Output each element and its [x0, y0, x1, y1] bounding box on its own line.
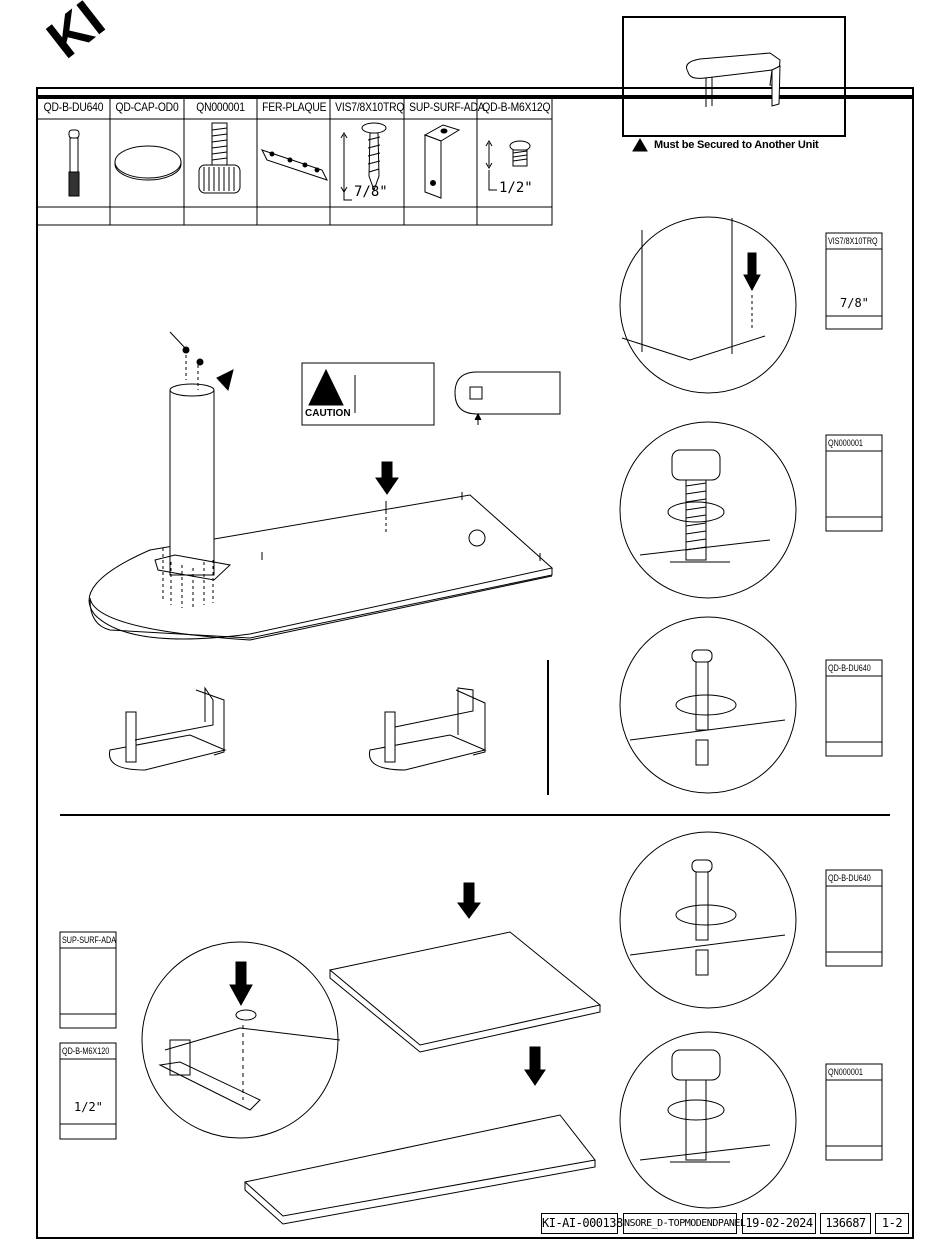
side-box-m6	[60, 1043, 116, 1139]
part-header-5: VIS7/8X10TRQ	[335, 100, 399, 114]
side-label-sup: SUP-SURF-ADA	[62, 935, 116, 945]
desk-top-drawing	[89, 332, 552, 975]
dowel-icon	[69, 130, 79, 196]
leveler-icon	[199, 123, 240, 193]
detail-circle-2	[620, 422, 796, 598]
caution-label: CAUTION	[305, 408, 351, 419]
overview-box	[623, 17, 845, 136]
part-header-1: QD-B-DU640	[42, 100, 105, 114]
side-dim-m6: 1/2"	[74, 1100, 103, 1114]
ada-bracket-icon	[425, 125, 459, 198]
plaque-icon	[262, 150, 327, 180]
panel-top-drawing	[330, 883, 600, 1052]
footer-page: 1-2	[875, 1213, 909, 1234]
part-header-3: QN000001	[189, 100, 252, 114]
detail-circle-3	[620, 617, 796, 793]
m6-screw-icon	[486, 141, 530, 168]
side-label-du1: QD-B-DU640	[828, 663, 871, 673]
side-label-qn2: QN000001	[828, 1067, 863, 1077]
dim-vis: 7/8"	[354, 184, 388, 200]
footer-code: KI-AI-000138	[541, 1213, 618, 1234]
subassembly-right	[369, 688, 485, 770]
warning-text: Must be Secured to Another Unit	[654, 139, 819, 151]
part-header-7: QD-B-M6X12Q	[482, 100, 547, 114]
part-header-6: SUP-SURF-ADA	[409, 100, 472, 114]
detail-circle-1	[620, 217, 796, 393]
detail-circle-4	[620, 832, 796, 1008]
detail-circle-5	[620, 1032, 796, 1208]
side-label-m6: QD-B-M6X120	[62, 1046, 109, 1056]
side-label-qn1: QN000001	[828, 438, 863, 448]
footer-date: 19-02-2024	[742, 1213, 816, 1234]
side-label-du2: QD-B-DU640	[828, 873, 871, 883]
subassembly-left	[109, 688, 225, 770]
footer-name: NSORE_D-TOPMODENDPANEL	[623, 1213, 737, 1234]
side-box-vis	[826, 233, 882, 329]
screw-icon	[341, 123, 386, 192]
warning-icon	[633, 139, 647, 151]
dim-m6: 1/2"	[499, 180, 533, 196]
footer-num: 136687	[820, 1213, 871, 1234]
part-header-4: FER-PLAQUE	[262, 100, 325, 114]
detail-small	[455, 372, 560, 425]
side-dim-vis: 7/8"	[840, 296, 869, 310]
side-label-vis: VIS7/8X10TRQ	[828, 236, 878, 246]
detail-circle-bracket	[142, 942, 340, 1138]
part-header-2: QD-CAP-OD0	[115, 100, 179, 114]
